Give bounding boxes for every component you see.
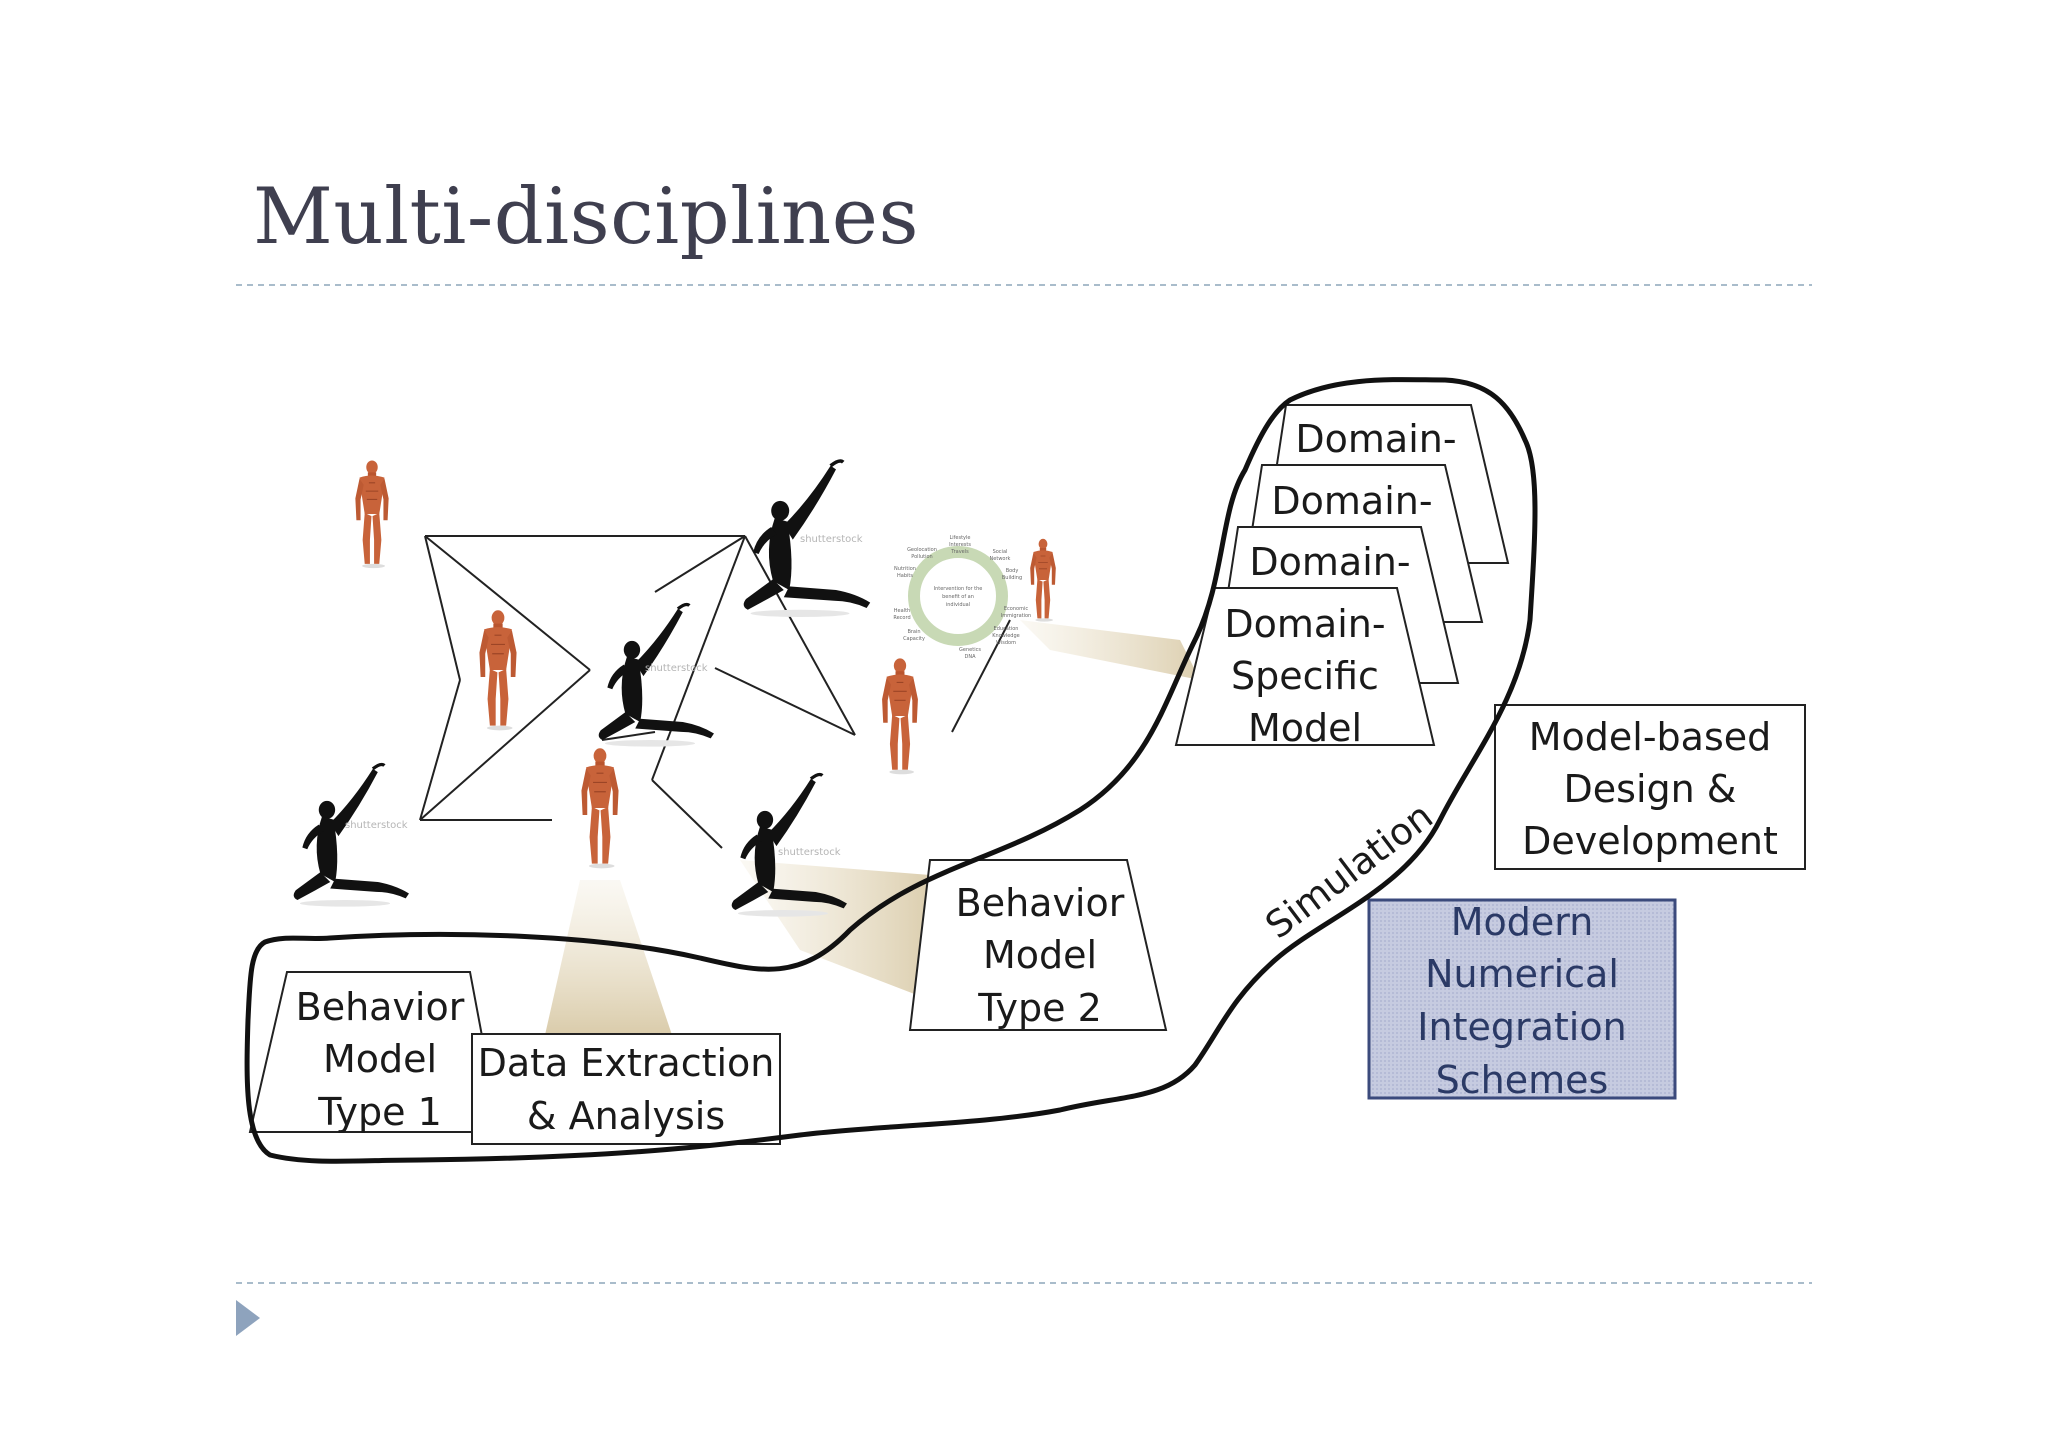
behavior-type1-line-2: Model (323, 1037, 437, 1081)
watermark-text: shutterstock (778, 847, 841, 858)
wheel-label: Education (994, 626, 1019, 632)
domain-box-2-label: Domain- (1271, 479, 1432, 523)
data-extraction-line-2: & Analysis (527, 1094, 725, 1138)
footer-bullet-arrow (236, 1300, 260, 1336)
wheel-label: Health (894, 608, 910, 614)
human-figure-icon (478, 609, 518, 731)
network-line (651, 535, 746, 781)
human-figure-icon (1029, 538, 1057, 622)
human-figure-icon (354, 459, 390, 569)
human-figure-icon (580, 747, 620, 869)
wheel-label: Capacity (903, 636, 925, 642)
wellness-ring-icon (908, 546, 1008, 646)
behavior-type2-line-3: Type 2 (977, 986, 1102, 1030)
modern-numerical-line-2: Numerical (1425, 952, 1619, 996)
wellness-wheel: Intervention for the benefit of an indiv… (893, 535, 1031, 660)
modern-numerical-line-3: Integration (1417, 1005, 1626, 1049)
watermark-text: shutterstock (800, 534, 863, 545)
wheel-label: Building (1002, 575, 1022, 581)
domain-box-4-line-1: Domain- (1224, 602, 1385, 646)
domain-box-1-label: Domain- (1295, 417, 1456, 461)
behavior-type2-box: Behavior Model Type 2 (908, 859, 1168, 1031)
network-line (424, 535, 461, 681)
modern-numerical-line-4: Schemes (1436, 1058, 1609, 1102)
wheel-label: Pollution (911, 554, 932, 560)
wheel-label: DNA (964, 654, 976, 660)
wheel-label: Immigration (1001, 613, 1031, 619)
wheel-label: Record (893, 615, 910, 621)
beam-to-domain (1020, 620, 1200, 680)
wheel-label: Habits (897, 573, 913, 579)
beam-to-data-extraction (545, 880, 672, 1035)
data-extraction-box: Data Extraction & Analysis (471, 1033, 781, 1145)
network-lines (419, 535, 1011, 849)
wheel-label: Geolocation (907, 547, 937, 553)
model-based-line-2: Design & (1564, 767, 1737, 811)
wheel-label: Knowledge (992, 633, 1020, 639)
wheel-label: Body (1006, 568, 1019, 574)
behavior-type1-box: Behavior Model Type 1 (248, 971, 502, 1134)
slide-title: Multi-disciplines (253, 172, 919, 262)
data-extraction-line-1: Data Extraction (478, 1041, 775, 1085)
wheel-label: Brain (907, 629, 920, 635)
network-line (654, 535, 746, 593)
behavior-type1-line-3: Type 1 (317, 1090, 442, 1134)
wheel-label: Lifestyle (949, 535, 970, 541)
network-line (744, 535, 856, 736)
domain-box-4 (1174, 587, 1436, 746)
wheel-center-line-2: benefit of an (942, 594, 974, 600)
model-based-frame (1494, 704, 1806, 870)
behavior-type1-line-1: Behavior (296, 985, 465, 1029)
modern-numerical-line-1: Modern (1451, 900, 1594, 944)
domain-box-4-line-3: Model (1248, 706, 1362, 750)
watermark-text: shutterstock (645, 663, 708, 674)
network-line (419, 679, 461, 821)
modern-numerical-box: Modern Numerical Integration Schemes (1367, 898, 1677, 1102)
model-based-box: Model-based Design & Development (1494, 704, 1806, 870)
human-figure-icon (881, 657, 919, 775)
network-line (714, 667, 856, 736)
data-extraction-frame (471, 1033, 781, 1145)
model-based-line-1: Model-based (1529, 715, 1772, 759)
wheel-center-line-1: Intervention for the (934, 586, 983, 592)
wheel-label: Economic (1004, 606, 1028, 612)
network-line (419, 669, 591, 821)
network-line (951, 619, 1011, 733)
wheel-label: Network (990, 556, 1011, 562)
wheel-label: Travels (950, 549, 969, 555)
model-based-line-3: Development (1522, 819, 1778, 863)
wheel-label: Genetics (959, 647, 981, 653)
simulation-loop (244, 377, 1538, 1164)
domain-box-4-line-2: Specific (1231, 654, 1379, 698)
behavior-type2-line-1: Behavior (956, 881, 1125, 925)
wheel-label: Wisdom (996, 640, 1016, 646)
behavior-type2-frame (908, 859, 1168, 1031)
dancer-silhouette-icon (597, 602, 716, 749)
wheel-label: Social (993, 549, 1008, 555)
network-line (651, 779, 723, 849)
behavior-type2-line-2: Model (983, 933, 1097, 977)
wheel-center-line-3: individual (946, 602, 970, 608)
wheel-label: Nutrition (894, 566, 916, 572)
domain-model-stack: Domain- Domain- Domain- Domain- Specific… (1174, 404, 1510, 750)
domain-box-3-label: Domain- (1249, 540, 1410, 584)
network-line (424, 535, 591, 671)
watermark-text: shutterstock (345, 820, 408, 831)
network-line (601, 731, 656, 741)
wheel-label: Interests (949, 542, 971, 548)
modern-numerical-frame (1367, 898, 1677, 1100)
dancer-silhouette-icon (292, 762, 411, 909)
